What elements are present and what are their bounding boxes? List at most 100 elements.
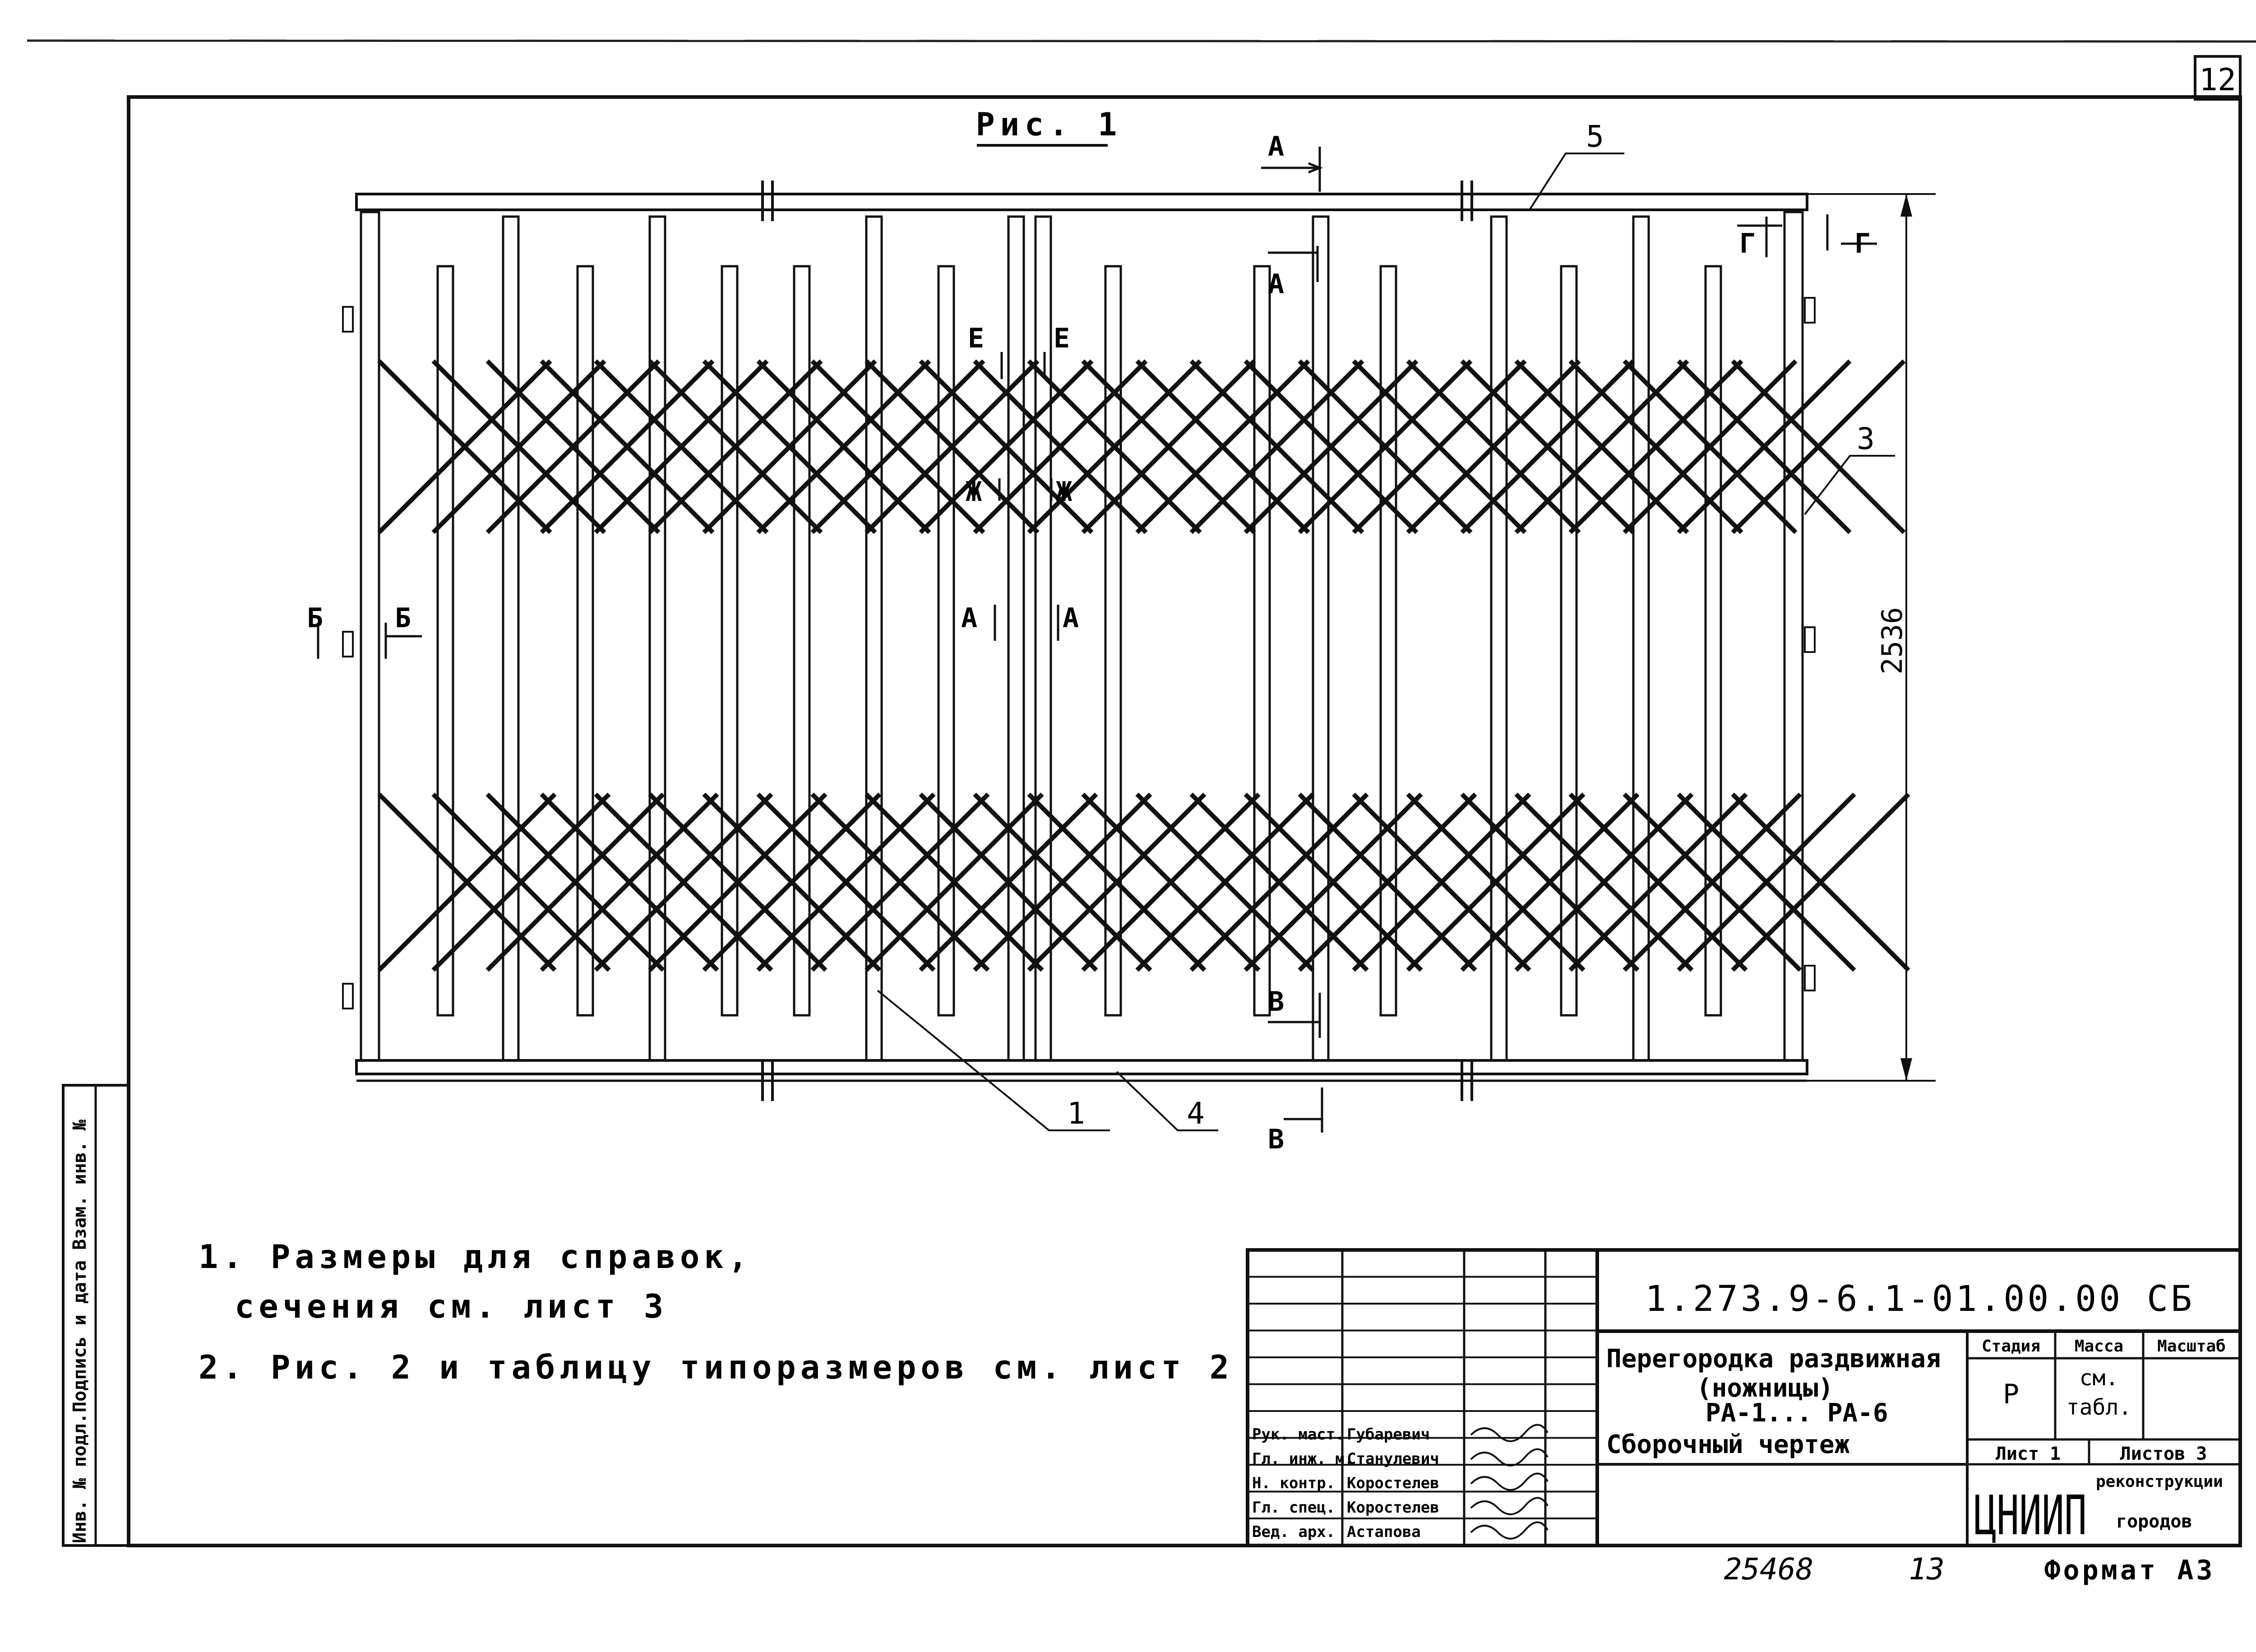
scissor-link: [810, 792, 990, 972]
mass-value-line-1: см.: [2080, 1365, 2119, 1391]
designation: 1.273.9-6.1-01.00.00 СБ: [1645, 1279, 2195, 1319]
signature-role: Вед. арх.: [1252, 1523, 1335, 1541]
lattice-bar: [436, 265, 454, 1017]
scissor-link: [1081, 359, 1256, 534]
scissor-link: [1189, 792, 1369, 972]
signature-role: Рук. маст.: [1252, 1425, 1345, 1444]
scissor-link: [919, 359, 1094, 534]
scissor-link: [864, 792, 1044, 972]
signature-name: Астапова: [1347, 1523, 1421, 1541]
scissor-link: [648, 359, 823, 534]
footer-format: Формат А3: [2044, 1555, 2215, 1586]
scissor-link: [1298, 792, 1477, 972]
scissor-link: [702, 359, 877, 534]
note-1-line-2: сечения см. лист 3: [235, 1287, 668, 1325]
scissor-link: [1731, 359, 1906, 534]
scissor-link: [810, 359, 985, 534]
mark-g-left: Г: [1739, 228, 1756, 259]
vertical-post: [502, 215, 520, 1062]
scissor-link: [540, 792, 719, 972]
lattice-bar: [1253, 265, 1271, 1017]
handwritten-signature: [1470, 1521, 1549, 1540]
scissor-link: [377, 792, 557, 972]
mark-a-right: А: [1063, 602, 1079, 634]
sheets-label: Листов 3: [2120, 1444, 2207, 1464]
title-name-line-4: Сборочный чертеж: [1606, 1430, 1850, 1459]
scissor-link: [1027, 792, 1207, 972]
header-scale: Масштаб: [2157, 1337, 2226, 1356]
hinge-pin: [342, 983, 354, 1009]
header-mass: Масса: [2075, 1337, 2123, 1356]
scissor-link: [1623, 792, 1802, 972]
top-rail: [355, 193, 1808, 211]
footer-number-mid: 13: [1909, 1552, 1944, 1587]
mark-a-top: А: [1268, 131, 1284, 162]
mark-zh-left: Ж: [966, 476, 982, 508]
vertical-post: [865, 215, 883, 1062]
callout-1: 1: [1067, 1096, 1085, 1131]
dimension-2536: 2536: [1876, 607, 1909, 674]
vertical-post: [1034, 215, 1052, 1062]
side-stamp-replacement-no: Взам. инв. №: [69, 1120, 90, 1250]
scissor-link: [1406, 792, 1586, 972]
scissor-link: [864, 359, 1040, 534]
scissor-link: [973, 359, 1148, 534]
side-stamp-signature-date: Подпись и дата: [69, 1260, 90, 1412]
side-stamp-inv-no: Инв. № подл.: [69, 1413, 90, 1543]
mark-e-left: Е: [968, 323, 984, 354]
lattice-bar: [1560, 265, 1578, 1017]
section-letters: А А А А Б Б В В Г Г Е Е Ж Ж: [307, 131, 1871, 1155]
note-2: 2. Рис. 2 и таблицу типоразмеров см. лис…: [199, 1348, 1234, 1386]
scissor-link: [702, 792, 882, 972]
handwritten-signature: [1470, 1497, 1549, 1515]
title-name-line-1: Перегородка раздвижная: [1606, 1344, 1941, 1374]
title-block: 1.273.9-6.1-01.00.00 СБ Перегородка разд…: [1246, 1248, 2242, 1547]
scissor-link: [1189, 359, 1364, 534]
signature-name: Станулевич: [1347, 1450, 1439, 1468]
scissor-link: [1460, 359, 1635, 534]
scissor-link: [1514, 359, 1689, 534]
lattice-bar: [1104, 265, 1122, 1017]
callout-3: 3: [1857, 421, 1875, 456]
signature-role: Гл. инж. м.: [1252, 1450, 1354, 1468]
left-end-post: [360, 211, 380, 1062]
scissor-link: [485, 359, 661, 534]
scissor-link: [1298, 359, 1473, 534]
scissor-link: [1352, 792, 1531, 972]
hinge-pin: [342, 306, 354, 333]
scissor-link: [1406, 359, 1581, 534]
scissor-link: [1460, 792, 1640, 972]
scissor-link: [377, 359, 552, 534]
mark-b-left: Б: [307, 602, 323, 634]
scissor-link: [1514, 792, 1694, 972]
scissor-link: [1568, 792, 1748, 972]
side-stamp: Инв. № подл. Подпись и дата Взам. инв. №: [62, 1084, 130, 1547]
signature-name: Коростелев: [1347, 1499, 1439, 1517]
note-1-line-1: 1. Размеры для справок,: [199, 1238, 752, 1276]
hinge-pin: [1804, 297, 1816, 324]
scissor-link: [485, 792, 665, 972]
hinge-pin: [1804, 626, 1816, 653]
hinge-pin: [1804, 965, 1816, 991]
mark-e-right: Е: [1054, 323, 1070, 354]
stage-value: Р: [2003, 1379, 2019, 1410]
title-name-line-2: (ножницы): [1697, 1374, 1833, 1403]
mass-value-line-2: табл.: [2066, 1395, 2132, 1420]
scissor-link: [1568, 359, 1743, 534]
scissor-link: [1731, 792, 1910, 972]
scissor-link: [540, 359, 715, 534]
handwritten-signature: [1470, 1448, 1549, 1467]
handwritten-signature: [1470, 1472, 1549, 1491]
sheet-label: Лист 1: [1996, 1444, 2061, 1464]
notes: 1. Размеры для справок, сечения см. лист…: [199, 1238, 1234, 1386]
partition-elevation: [342, 180, 1910, 1101]
scissor-link: [431, 359, 606, 534]
scissor-link: [919, 792, 1098, 972]
scissor-link: [1027, 359, 1202, 534]
mark-g-right: Г: [1854, 228, 1871, 259]
scissor-link: [1352, 359, 1527, 534]
header-stage: Стадия: [1982, 1337, 2040, 1356]
mark-v-top: В: [1268, 986, 1284, 1018]
section-marks: [317, 147, 1877, 1133]
